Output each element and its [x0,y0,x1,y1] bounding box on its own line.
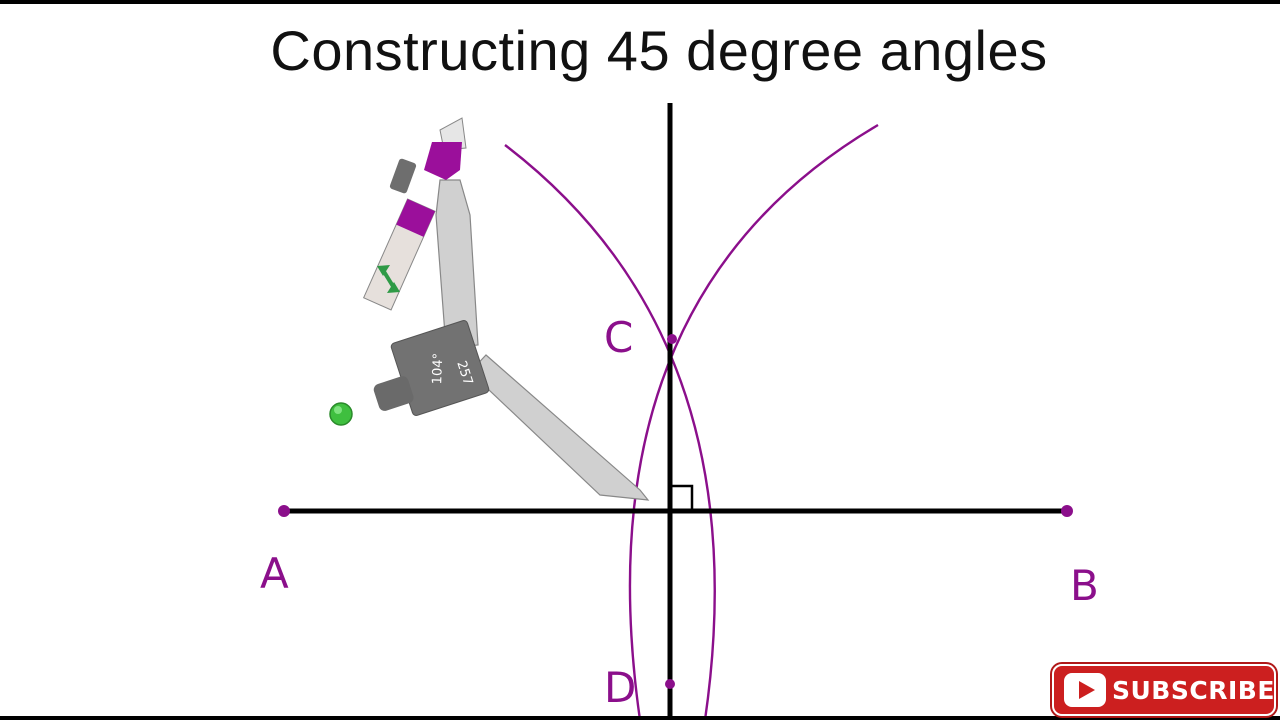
resize-arrows-icon[interactable] [377,265,400,293]
point-d-dot [665,679,675,689]
compass-pencil-cap [424,142,462,180]
bottom-border [0,716,1280,720]
green-handle-icon[interactable] [329,402,353,426]
label-c: C [604,313,633,362]
label-a: A [260,549,289,598]
page-title: Constructing 45 degree angles [270,19,1048,82]
green-handle-highlight [334,406,342,414]
arc-upper-right [628,123,879,720]
point-b-dot [1061,505,1073,517]
compass-pencil-leg[interactable] [435,179,479,349]
compass-hinge[interactable]: 104° 257 [362,319,490,425]
compass-needle-leg[interactable] [469,354,650,501]
compass-icon[interactable]: 104° 257 [362,117,650,501]
compass-adjust-rod[interactable] [362,198,436,311]
label-b: B [1070,561,1099,610]
point-a-dot [278,505,290,517]
label-d: D [604,663,636,712]
subscribe-label: SUBSCRIBE [1112,675,1275,705]
subscribe-button[interactable]: SUBSCRIBE [1052,664,1276,716]
top-border [0,0,1280,4]
arc-upper-left [504,144,716,720]
point-c-dot [667,334,677,344]
compass-clip [389,158,417,194]
right-angle-mark [672,484,694,511]
compass-angle-reading: 104° [430,353,446,385]
youtube-play-icon [1064,673,1106,707]
compass-radius-reading: 257 [453,359,475,387]
